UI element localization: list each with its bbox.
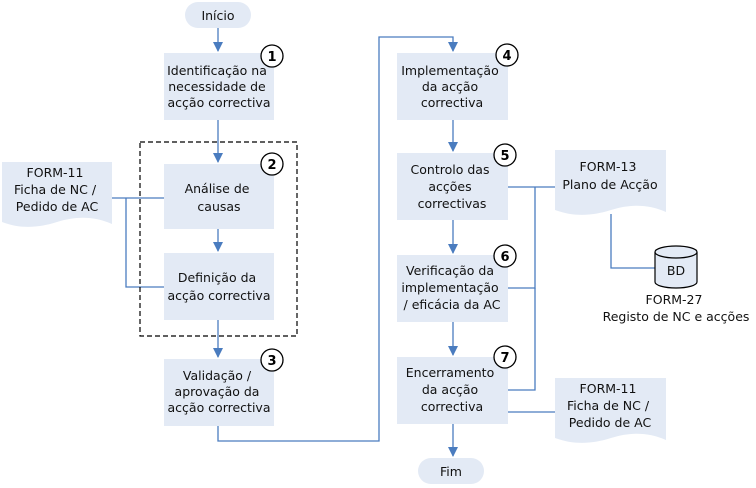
step-text-1: Identificação na necessidade de acção co…	[167, 63, 271, 110]
svg-text:3: 3	[267, 354, 276, 369]
step-number-4: 4	[495, 43, 519, 67]
database-caption: FORM-27 Registo de NC e acções	[603, 292, 750, 324]
connectors	[112, 28, 655, 457]
link-form13-to-bd	[610, 214, 655, 269]
svg-text:2: 2	[267, 158, 276, 173]
step-text-3: Validação / aprovação da acção correctiv…	[168, 368, 271, 415]
step-number-7: 7	[493, 345, 517, 369]
step-2-group	[139, 141, 298, 337]
step-number-1: 1	[260, 44, 284, 68]
svg-text:4: 4	[502, 49, 511, 64]
document-form11-left: FORM-11 Ficha de NC / Pedido de AC	[2, 162, 112, 227]
link-7-to-form13	[508, 288, 536, 391]
step-box-1: Identificação na necessidade de acção co…	[164, 53, 274, 120]
step-text-6: Verificação da implementação / eficácia …	[401, 263, 502, 312]
link-form11-to-2b	[125, 198, 164, 288]
document-form11-right: FORM-11 Ficha de NC / Pedido de AC	[555, 378, 666, 443]
step-number-6: 6	[493, 244, 517, 268]
svg-text:5: 5	[500, 149, 509, 164]
step-box-2a: Análise de causas	[164, 164, 274, 229]
start-label: Início	[201, 8, 234, 23]
step-text-4: Implementação da acção correctiva	[401, 63, 502, 110]
step-box-5: Controlo das acções correctivas	[397, 153, 508, 220]
step-text-2a: Análise de causas	[185, 181, 254, 214]
document-form13: FORM-13 Plano de Acção	[555, 150, 666, 215]
step-text-5: Controlo das acções correctivas	[411, 162, 494, 211]
start-terminator: Início	[185, 2, 251, 28]
svg-text:FORM-11 Ficha de NC /: FORM-11 Ficha de NC / Pedido de AC	[567, 381, 653, 430]
step-text-7: Encerramento da acção correctiva	[406, 365, 498, 414]
end-label: Fim	[440, 464, 462, 479]
end-terminator: Fim	[418, 458, 484, 484]
svg-text:6: 6	[500, 250, 509, 265]
database-label: BD	[667, 263, 685, 278]
link-6-to-form13	[508, 187, 536, 289]
step-box-6: Verificação da implementação / eficácia …	[397, 255, 508, 322]
step-box-4: Implementação da acção correctiva	[397, 53, 508, 120]
step-number-5: 5	[493, 143, 517, 167]
step-number-3: 3	[260, 348, 284, 372]
database-cylinder: BD	[654, 245, 698, 289]
svg-text:FORM-13 Plano de Acção: FORM-13 Plano de Acção	[562, 159, 657, 192]
step-number-2: 2	[260, 152, 284, 176]
step-box-7: Encerramento da acção correctiva	[397, 357, 508, 424]
step-text-2b: Definição da acção correctiva	[168, 270, 271, 303]
step-box-3: Validação / aprovação da acção correctiv…	[164, 359, 274, 426]
step-box-2b: Definição da acção correctiva	[164, 253, 274, 320]
svg-text:FORM-11 Ficha de NC /: FORM-11 Ficha de NC / Pedido de AC	[14, 165, 100, 214]
arrow-3-to-4	[217, 36, 458, 442]
svg-text:1: 1	[267, 50, 276, 65]
svg-text:7: 7	[500, 351, 509, 366]
